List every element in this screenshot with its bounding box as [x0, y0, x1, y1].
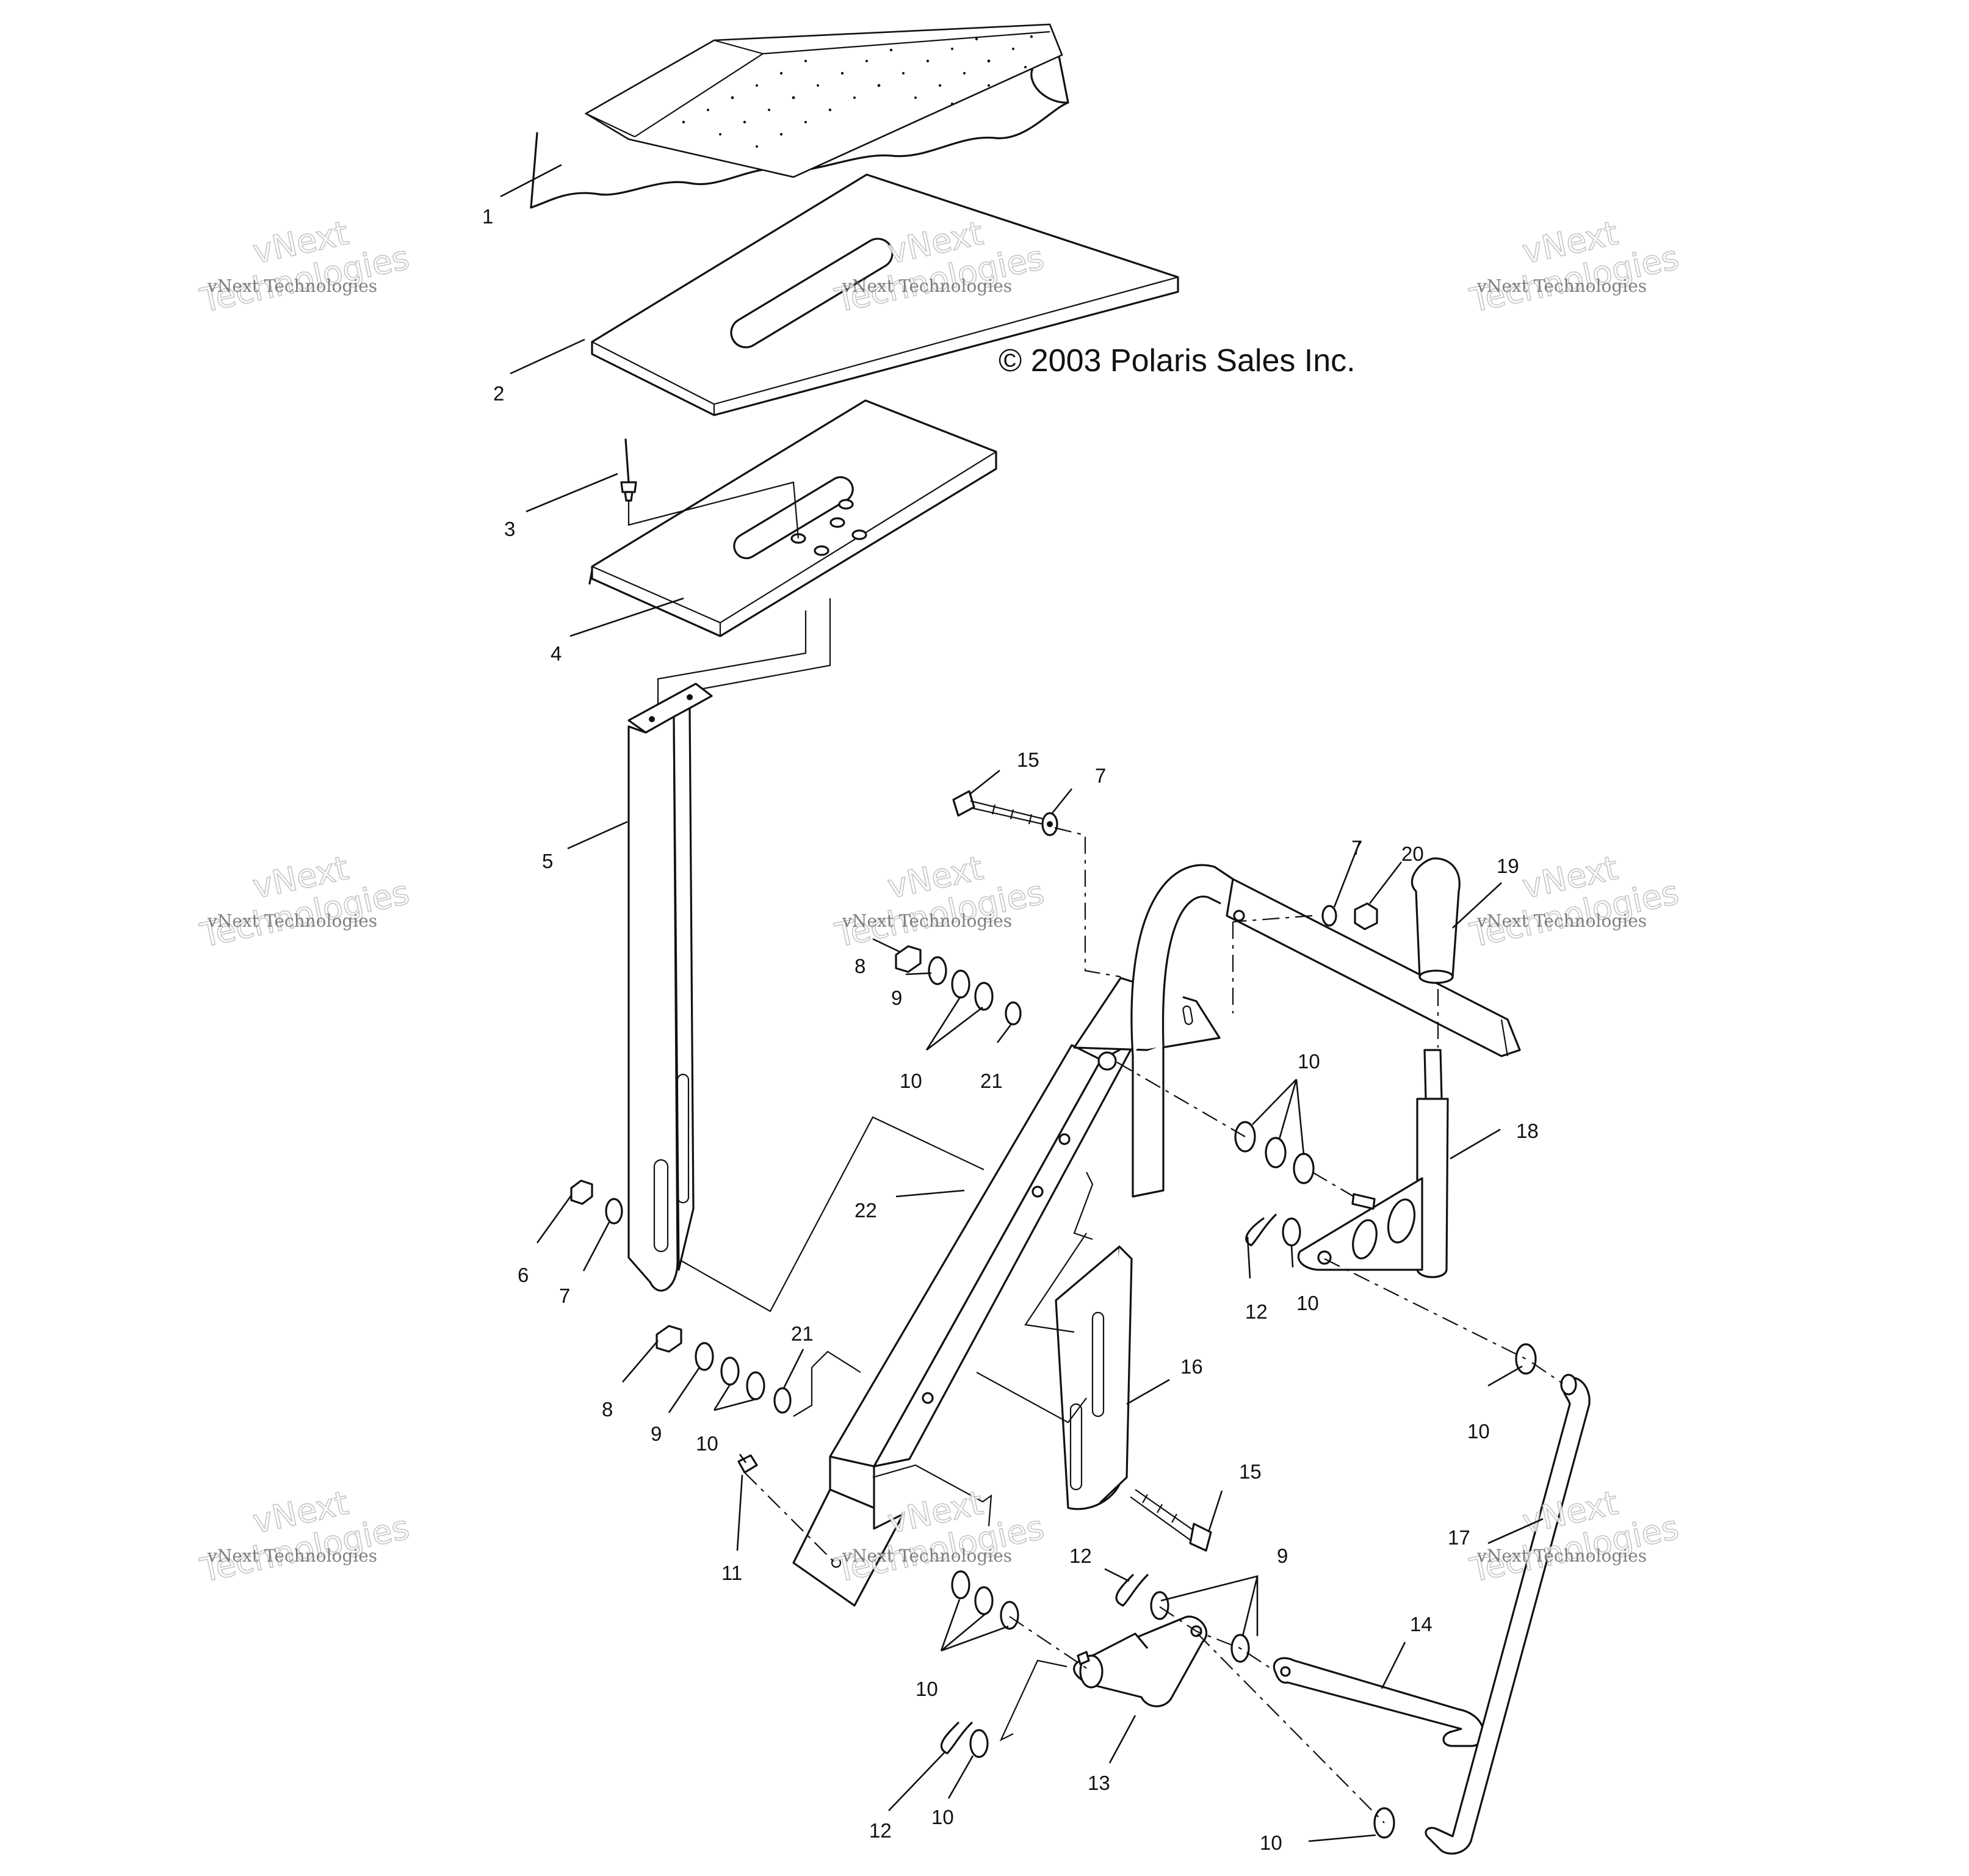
callout-20: 20: [1401, 842, 1424, 865]
callout-12-lower: 12: [869, 1819, 892, 1842]
callout-16: 16: [1180, 1355, 1203, 1378]
callout-22: 22: [854, 1199, 877, 1222]
part-12-cotter-pins: [940, 1214, 1277, 1755]
callout-9-right: 9: [1277, 1545, 1288, 1567]
part-1-seat-cushion: [530, 23, 1069, 209]
callout-12-middle: 12: [1069, 1545, 1092, 1567]
svg-text:vNext Technologies: vNext Technologies: [207, 1546, 377, 1566]
callout-1: 1: [482, 205, 493, 228]
svg-text:vNext: vNext: [1519, 849, 1621, 906]
callout-7-right: 7: [1351, 836, 1362, 859]
callout-9-upper: 9: [891, 987, 902, 1009]
callout-21-lower: 21: [791, 1322, 814, 1345]
svg-text:vNext Technologies: vNext Technologies: [207, 276, 377, 296]
svg-text:vNext Technologies: vNext Technologies: [842, 276, 1012, 296]
foam-texture: [682, 35, 1033, 148]
callout-15-upper: 15: [1017, 748, 1039, 771]
callout-7-upper: 7: [1095, 764, 1106, 787]
part-16-side-bracket: [1055, 1245, 1133, 1510]
svg-text:vNext Technologies: vNext Technologies: [1476, 276, 1647, 296]
center-lines: [744, 827, 1563, 1823]
part-4-mounting-plate: [588, 399, 997, 637]
callout-2: 2: [493, 382, 504, 405]
callout-13: 13: [1088, 1772, 1110, 1794]
callout-10-right: 10: [1296, 1292, 1319, 1314]
part-2-seat-pad: [591, 173, 1179, 416]
part-22-frame-column: [792, 864, 1234, 1607]
callout-5: 5: [542, 850, 553, 872]
svg-text:vNext: vNext: [250, 214, 352, 271]
callout-18: 18: [1516, 1120, 1539, 1142]
part-19-shift-knob: [1411, 857, 1461, 984]
part-15-bolt-upper: [952, 790, 1050, 827]
part-13-pivot-bracket: [1073, 1615, 1208, 1708]
callout-3: 3: [504, 518, 515, 540]
callout-10-bottom-right: 10: [1260, 1831, 1282, 1854]
part-5-upright: [627, 683, 713, 1292]
callout-15-lower: 15: [1239, 1460, 1262, 1483]
copyright-notice: © 2003 Polaris Sales Inc.: [999, 343, 1356, 378]
part-3-pin: [620, 438, 637, 502]
callout-8-lower: 8: [602, 1398, 613, 1421]
callout-10-clip: 10: [696, 1432, 718, 1455]
callout-leaders: [500, 164, 1544, 1842]
callout-21-upper: 21: [980, 1070, 1003, 1092]
part-17-long-rod: [1425, 1374, 1591, 1855]
callout-10-upper: 10: [900, 1070, 922, 1092]
callout-10-lower-cluster: 10: [916, 1678, 938, 1700]
callout-10-bottom: 10: [931, 1806, 954, 1828]
frame-reference-lines: [679, 1116, 1094, 1742]
callout-14: 14: [1410, 1613, 1432, 1635]
svg-text:vNext Technologies: vNext Technologies: [207, 911, 377, 931]
callout-6: 6: [518, 1264, 529, 1286]
callout-labels: 1 2 3 4 5 15 7 7 20 19 8 9 10 21 10 18 2…: [482, 205, 1539, 1854]
callout-4: 4: [551, 642, 562, 665]
callout-10-rod: 10: [1467, 1420, 1490, 1443]
part-15-bolt-lower: [1130, 1489, 1212, 1552]
svg-text:vNext Technologies: vNext Technologies: [842, 1546, 1012, 1566]
svg-text:vNext Technologies: vNext Technologies: [1476, 1546, 1647, 1566]
callout-11: 11: [721, 1562, 742, 1584]
callout-10-right-cluster: 10: [1298, 1050, 1320, 1073]
callout-17: 17: [1448, 1526, 1470, 1549]
callout-12-right: 12: [1245, 1300, 1268, 1323]
svg-text:vNext Technologies: vNext Technologies: [842, 911, 1012, 931]
part-14-link-rod: [1273, 1657, 1485, 1747]
callout-19: 19: [1497, 855, 1519, 877]
callout-9-lower: 9: [651, 1422, 662, 1445]
svg-text:vNext Technologies: vNext Technologies: [1476, 911, 1647, 931]
callout-7-lower: 7: [559, 1284, 570, 1307]
callout-8-upper: 8: [854, 955, 865, 977]
